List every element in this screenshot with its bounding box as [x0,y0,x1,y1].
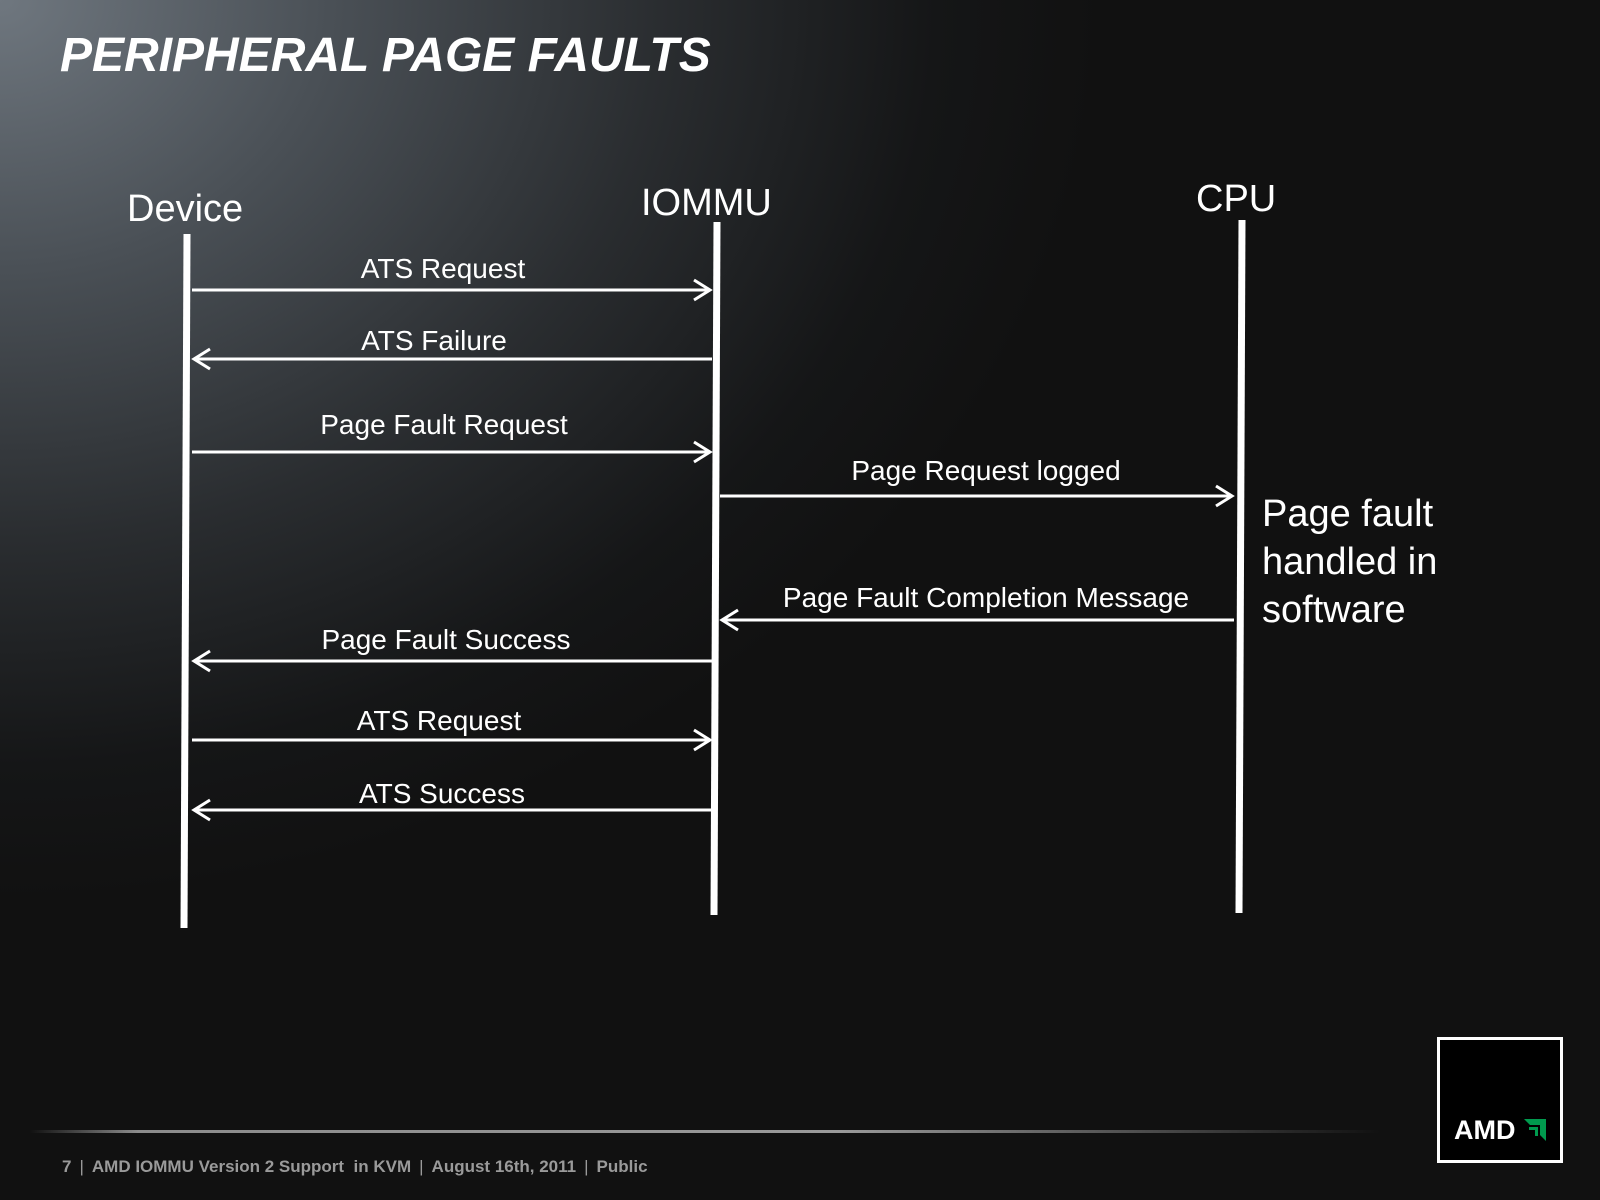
arrow-head-icon [719,608,739,632]
note-line: Page fault [1262,493,1434,535]
presentation-date: August 16th, 2011 [431,1157,577,1176]
lane-label-cpu: CPU [1196,178,1277,220]
message-arrow [720,484,1235,508]
separator: | [79,1157,84,1176]
message-label: ATS Request [360,253,526,284]
message-label: ATS Failure [361,325,507,356]
note-line: handled in [1262,541,1438,583]
message-arrow [719,608,1234,632]
message-arrow [192,728,713,752]
message-label: ATS Request [356,705,522,736]
arrow-head-icon [191,649,211,673]
arrow-head-icon [693,278,713,302]
logo-text: AMD [1454,1115,1516,1145]
arrow-head-icon [1215,484,1235,508]
message-arrow [192,440,713,464]
arrow-head-icon [191,347,211,371]
message-label: Page Request logged [851,455,1121,486]
message-arrow [191,347,712,371]
footer: 7 | AMD IOMMU Version 2 Support in KVM | Aug… [62,1157,648,1177]
footer-divider [30,1130,1380,1133]
lifeline-device [180,233,191,929]
lane-label-device: Device [127,188,244,230]
lane-label-iommu: IOMMU [641,182,772,224]
classification: Public [596,1157,648,1176]
arrow-head-icon [693,440,713,464]
arrow-head-icon [191,798,211,822]
message-arrow [191,649,712,673]
separator: | [419,1157,424,1176]
lifeline-cpu [1235,219,1246,914]
message-label: Page Fault Request [320,409,568,440]
cpu-note: Page fault handled in software [1262,490,1522,634]
message-label: ATS Success [359,778,525,809]
message-label: Page Fault Completion Message [782,582,1190,613]
presentation-title: AMD IOMMU Version 2 Support in KVM [91,1157,412,1176]
page-number: 7 [62,1157,72,1176]
amd-arrow-icon [1524,1119,1546,1141]
amd-logo: AMD [1437,1037,1563,1163]
message-arrow [192,278,713,302]
message-arrow [191,798,712,822]
arrow-head-icon [693,728,713,752]
note-line: software [1262,589,1406,631]
message-label: Page Fault Success [321,624,571,655]
separator: | [584,1157,589,1176]
lifeline-iommu [710,221,721,916]
slide-title: PERIPHERAL PAGE FAULTS [60,29,711,82]
